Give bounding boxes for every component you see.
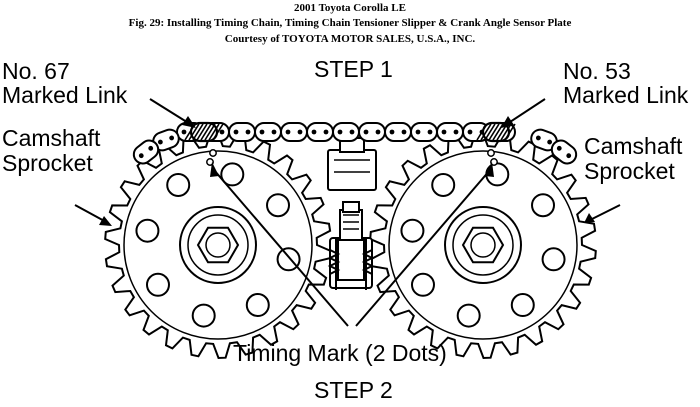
- leader-right-sprocket: [589, 204, 621, 221]
- chain-link: [306, 122, 334, 142]
- timing-chain: [132, 121, 578, 165]
- step1-label: STEP 1: [314, 56, 393, 82]
- leader-timing-right: [355, 169, 491, 327]
- chain-link: [550, 139, 578, 165]
- arrowheads: [99, 116, 595, 226]
- chain-link: [152, 128, 180, 152]
- chain-link: [410, 122, 438, 142]
- marked-link-label-left: Marked Link: [2, 82, 128, 108]
- leader-no67: [149, 98, 191, 125]
- leader-lines: [74, 98, 621, 327]
- chain-link: [332, 122, 360, 142]
- no67-label: No. 67: [2, 58, 70, 84]
- camshaft-label-left: Camshaft: [2, 125, 101, 151]
- chain-link: [280, 122, 308, 142]
- chain-link: [436, 122, 464, 142]
- left-camshaft-sprocket: [104, 130, 332, 360]
- step2-label: STEP 2: [314, 377, 393, 403]
- crank-angle-sensor-plate: [327, 201, 375, 281]
- timing-dots: [206, 149, 498, 166]
- sprocket-label-left: Sprocket: [2, 150, 93, 176]
- right-camshaft-sprocket: [369, 130, 597, 360]
- chain-link: [132, 139, 160, 165]
- no53-label: No. 53: [563, 58, 631, 84]
- timing-dot-left-lower: [206, 158, 214, 166]
- chain-link: [358, 122, 386, 142]
- timing-dot-right-upper: [487, 149, 495, 157]
- figure-caption: Fig. 29: Installing Timing Chain, Timing…: [128, 17, 572, 29]
- timing-dot-right-lower: [490, 158, 498, 166]
- leader-no53: [506, 98, 546, 125]
- marked-link-label-right: Marked Link: [563, 82, 689, 108]
- sprocket-label-right: Sprocket: [584, 158, 675, 184]
- guide-bracket: [327, 137, 377, 191]
- courtesy-line: Courtesy of TOYOTA MOTOR SALES, U.S.A., …: [224, 33, 476, 45]
- chain-link: [254, 122, 282, 142]
- leader-timing-left: [213, 169, 349, 327]
- marked-link: [184, 121, 224, 143]
- timing-dot-left-upper: [209, 149, 217, 157]
- document-title: 2001 Toyota Corolla LE: [294, 2, 406, 14]
- timing-mark-label: Timing Mark (2 Dots): [233, 340, 447, 366]
- chain-link: [228, 122, 256, 142]
- camshaft-label-right: Camshaft: [584, 133, 683, 159]
- chain-link: [384, 122, 412, 142]
